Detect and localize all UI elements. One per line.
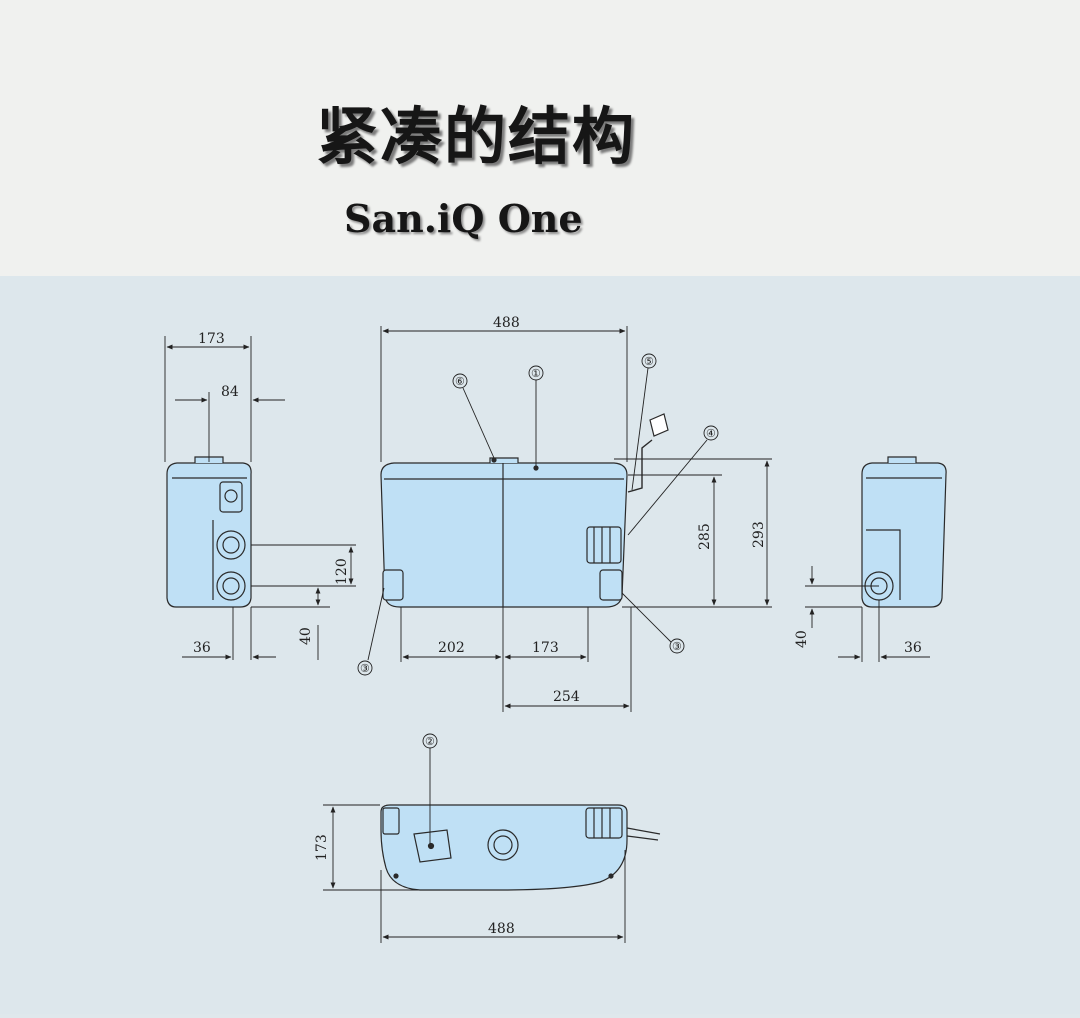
product-name: San.iQ One <box>344 196 583 241</box>
front-dimensions <box>367 326 772 712</box>
dim-front-left-offset: 202 <box>438 640 465 656</box>
top-vent-circle <box>487 829 519 861</box>
callout-6: ⑥ <box>455 375 465 388</box>
dim-side-inlet-offset: 84 <box>221 384 239 400</box>
top-view <box>380 804 661 891</box>
dim-front-right-offset: 254 <box>553 689 580 705</box>
callout-2: ② <box>425 735 435 748</box>
left-side-view <box>166 456 252 608</box>
right-side-view <box>861 456 947 608</box>
callout-markers <box>357 353 719 749</box>
dim-front-width: 488 <box>493 315 520 331</box>
right-body <box>861 462 947 608</box>
dim-side-width: 173 <box>198 331 225 347</box>
inlet-circle <box>216 530 246 560</box>
dim-side-outlet-offset: 36 <box>193 640 211 656</box>
top-dimensions <box>323 748 626 943</box>
dim-top-width: 488 <box>488 921 515 937</box>
dim-right-outlet-offset: 36 <box>904 640 922 656</box>
dim-front-mid-offset: 173 <box>532 640 559 656</box>
dim-side-outlet-height: 120 <box>334 558 350 585</box>
power-plug <box>649 413 669 437</box>
right-dimensions <box>805 566 930 662</box>
page-title: 紧凑的结构 <box>316 100 637 173</box>
dim-front-height-total: 293 <box>751 521 767 548</box>
outlet-circle <box>216 571 246 601</box>
drawing-area: 173 84 120 40 36 <box>0 276 1080 1014</box>
plug-socket <box>219 481 243 513</box>
callout-3-left: ③ <box>360 662 370 675</box>
callout-1: ① <box>531 367 541 380</box>
dim-front-height-body: 285 <box>697 523 713 550</box>
header-panel: 紧凑的结构 San.iQ One <box>0 0 1080 276</box>
dim-side-bottom-height: 40 <box>298 627 314 645</box>
callout-5: ⑤ <box>644 355 654 368</box>
callout-3-right: ③ <box>672 640 682 653</box>
callout-4: ④ <box>706 427 716 440</box>
dim-top-depth: 173 <box>314 834 330 861</box>
front-inlet <box>586 526 622 564</box>
left-dimensions <box>164 336 356 660</box>
dim-right-bottom-height: 40 <box>794 630 810 648</box>
technical-drawing: 173 84 120 40 36 <box>164 315 947 943</box>
front-view <box>380 413 669 608</box>
